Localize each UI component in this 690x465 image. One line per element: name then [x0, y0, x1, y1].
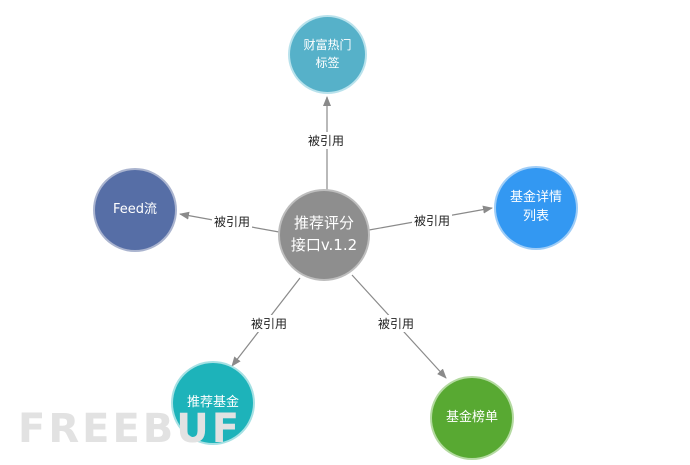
node-wealth-hot-tags: 财富热门 标签: [290, 17, 365, 92]
node-feed-stream: Feed流: [95, 170, 175, 250]
node-fund-rankings: 基金榜单: [432, 378, 512, 458]
edge-label-right: 被引用: [412, 212, 453, 229]
node-label: 推荐评分: [293, 214, 354, 233]
node-label: 标签: [315, 55, 340, 70]
watermark-logo: FREEBUF: [18, 406, 243, 452]
node-fund-detail-list: 基金详情 列表: [496, 168, 576, 248]
edge-label-bottom-right: 被引用: [376, 315, 417, 332]
node-label: 接口v.1.2: [290, 236, 358, 254]
node-label: 基金榜单: [445, 409, 498, 425]
node-label: 财富热门: [303, 38, 352, 53]
edge-label-top: 被引用: [306, 132, 347, 149]
node-label: 基金详情: [509, 190, 562, 206]
node-label: Feed流: [112, 201, 157, 217]
node-recommended-funds: 推荐基金: [173, 363, 253, 443]
node-label: 列表: [522, 209, 549, 224]
node-recommendation-score-api: 推荐评分 接口v.1.2: [280, 191, 368, 279]
edge-label-left: 被引用: [212, 213, 253, 230]
edge-label-bottom-left: 被引用: [249, 315, 290, 332]
node-label: 推荐基金: [186, 394, 239, 410]
